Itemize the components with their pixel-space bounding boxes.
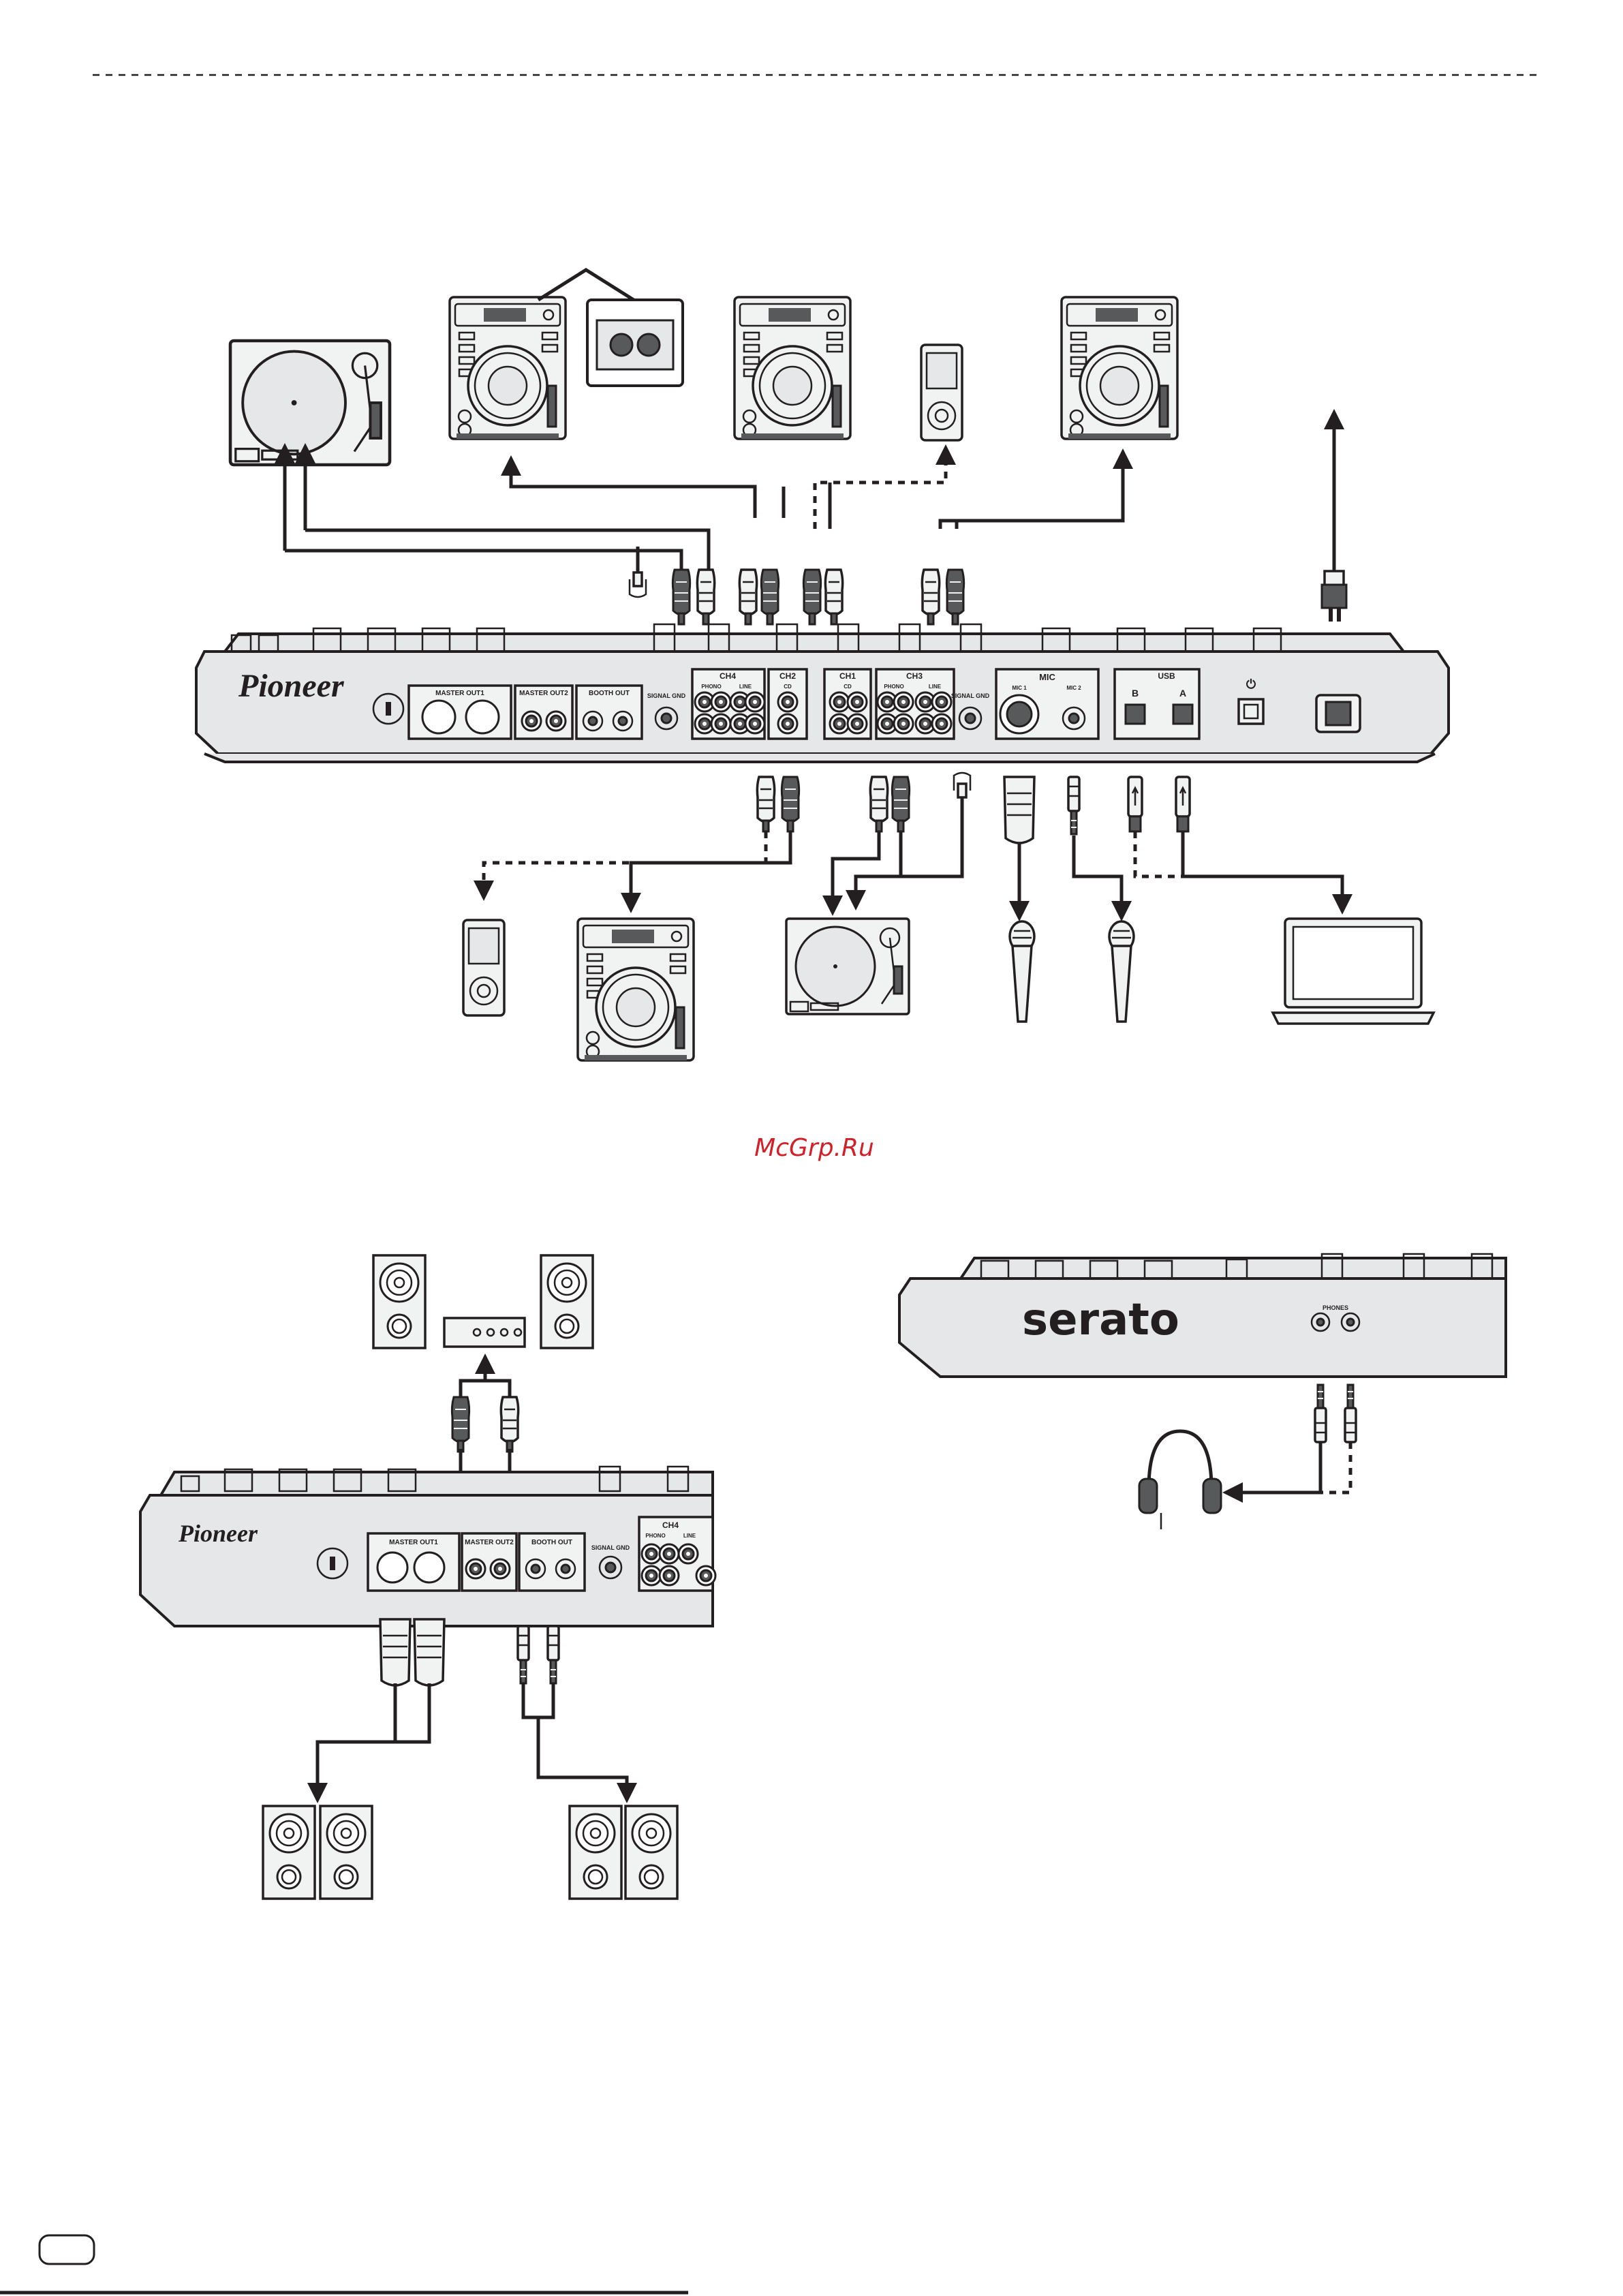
headphones-icon (1139, 1431, 1221, 1529)
cdj-player-icon (450, 297, 566, 439)
turntable-icon (786, 919, 949, 1019)
signal-gnd-label-2: SIGNAL GND (951, 692, 990, 699)
phones-cable-b (1320, 1442, 1350, 1493)
ch1-label: CH1 (839, 671, 856, 681)
ch4-label: CH4 (720, 671, 736, 681)
laptop-icon (1273, 919, 1434, 1024)
bottom-cables (484, 804, 1342, 917)
cdj-player-icon (578, 919, 694, 1060)
speaker-icon (263, 1806, 315, 1899)
controller-front-panel: serato PHONES (899, 1254, 1506, 1377)
headphone-plugs (1315, 1385, 1356, 1442)
master-out2-label: MASTER OUT2 (519, 690, 568, 697)
ch4-label-detail: CH4 (662, 1520, 679, 1530)
cdj-player-icon (1062, 297, 1177, 439)
signal-gnd-label: SIGNAL GND (647, 692, 686, 699)
signal-gnd-label-detail: SIGNAL GND (591, 1544, 630, 1551)
speaker-icon (541, 1255, 593, 1348)
speaker-icon (373, 1255, 425, 1348)
master-out1-label-detail: MASTER OUT1 (389, 1539, 438, 1546)
microphone-icon (1010, 921, 1034, 1022)
ch3-phono-label: PHONO (884, 684, 903, 690)
mic1-label: MIC 1 (1012, 685, 1027, 691)
master-out1-cable-b (395, 1683, 429, 1742)
speaker-icon (570, 1806, 621, 1899)
ch2-label: CH2 (779, 671, 796, 681)
portable-player-icon (463, 920, 504, 1015)
master-out1-cable (318, 1683, 395, 1799)
page-number-tab (40, 2235, 94, 2264)
mic-label: MIC (1039, 672, 1055, 682)
controller-rear-panel: Pioneer MASTER OUT1 MASTER OUT2 BOOTH OU… (196, 624, 1449, 762)
brand-logo: Pioneer (238, 668, 345, 704)
mic2-label: MIC 2 (1066, 685, 1081, 691)
master-out1-label: MASTER OUT1 (435, 690, 484, 697)
usb-b-label: B (1132, 688, 1139, 699)
watermark-text: McGrp.Ru (754, 1134, 874, 1162)
ch4-phono-label-detail: PHONO (645, 1533, 665, 1539)
cdj-player-icon (735, 297, 850, 439)
booth-out-cable-b (538, 1717, 627, 1799)
output-plugs (380, 1619, 559, 1685)
ch3-label: CH3 (906, 671, 923, 681)
ch4-line-label: LINE (739, 684, 752, 690)
ch4-line-label-detail: LINE (683, 1533, 696, 1539)
speaker-icon (320, 1806, 372, 1899)
turntable-icon (230, 341, 390, 465)
power-plug-icon (1322, 571, 1346, 622)
phones-cable (1226, 1442, 1320, 1493)
booth-out-label: BOOTH OUT (589, 690, 630, 697)
controller-rear-panel-detail: Pioneer MASTER OUT1 MASTER OUT2 BOOTH OU… (140, 1467, 715, 1626)
brand-logo-detail: Pioneer (178, 1520, 258, 1547)
ch2-cd-label: CD (784, 684, 792, 690)
rca-plugs-bottom (757, 773, 1190, 843)
phones-label: PHONES (1323, 1304, 1348, 1311)
ch1-cd-label: CD (844, 684, 852, 690)
portable-player-icon (921, 345, 962, 440)
master-out2-label-detail: MASTER OUT2 (465, 1539, 514, 1546)
speaker-icon (625, 1806, 677, 1899)
usb-label: USB (1158, 671, 1175, 681)
microphone-icon (1109, 921, 1134, 1022)
serato-logo: serato (1022, 1295, 1179, 1345)
rca-plugs-top (630, 559, 1346, 624)
booth-out-cable (523, 1683, 553, 1717)
power-symbol: ⏻ (1246, 677, 1256, 691)
amplifier-icon (444, 1318, 525, 1347)
ch3-line-label: LINE (929, 684, 942, 690)
usb-a-label: A (1179, 688, 1186, 699)
ch4-phono-label: PHONO (701, 684, 721, 690)
booth-out-label-detail: BOOTH OUT (531, 1539, 572, 1546)
